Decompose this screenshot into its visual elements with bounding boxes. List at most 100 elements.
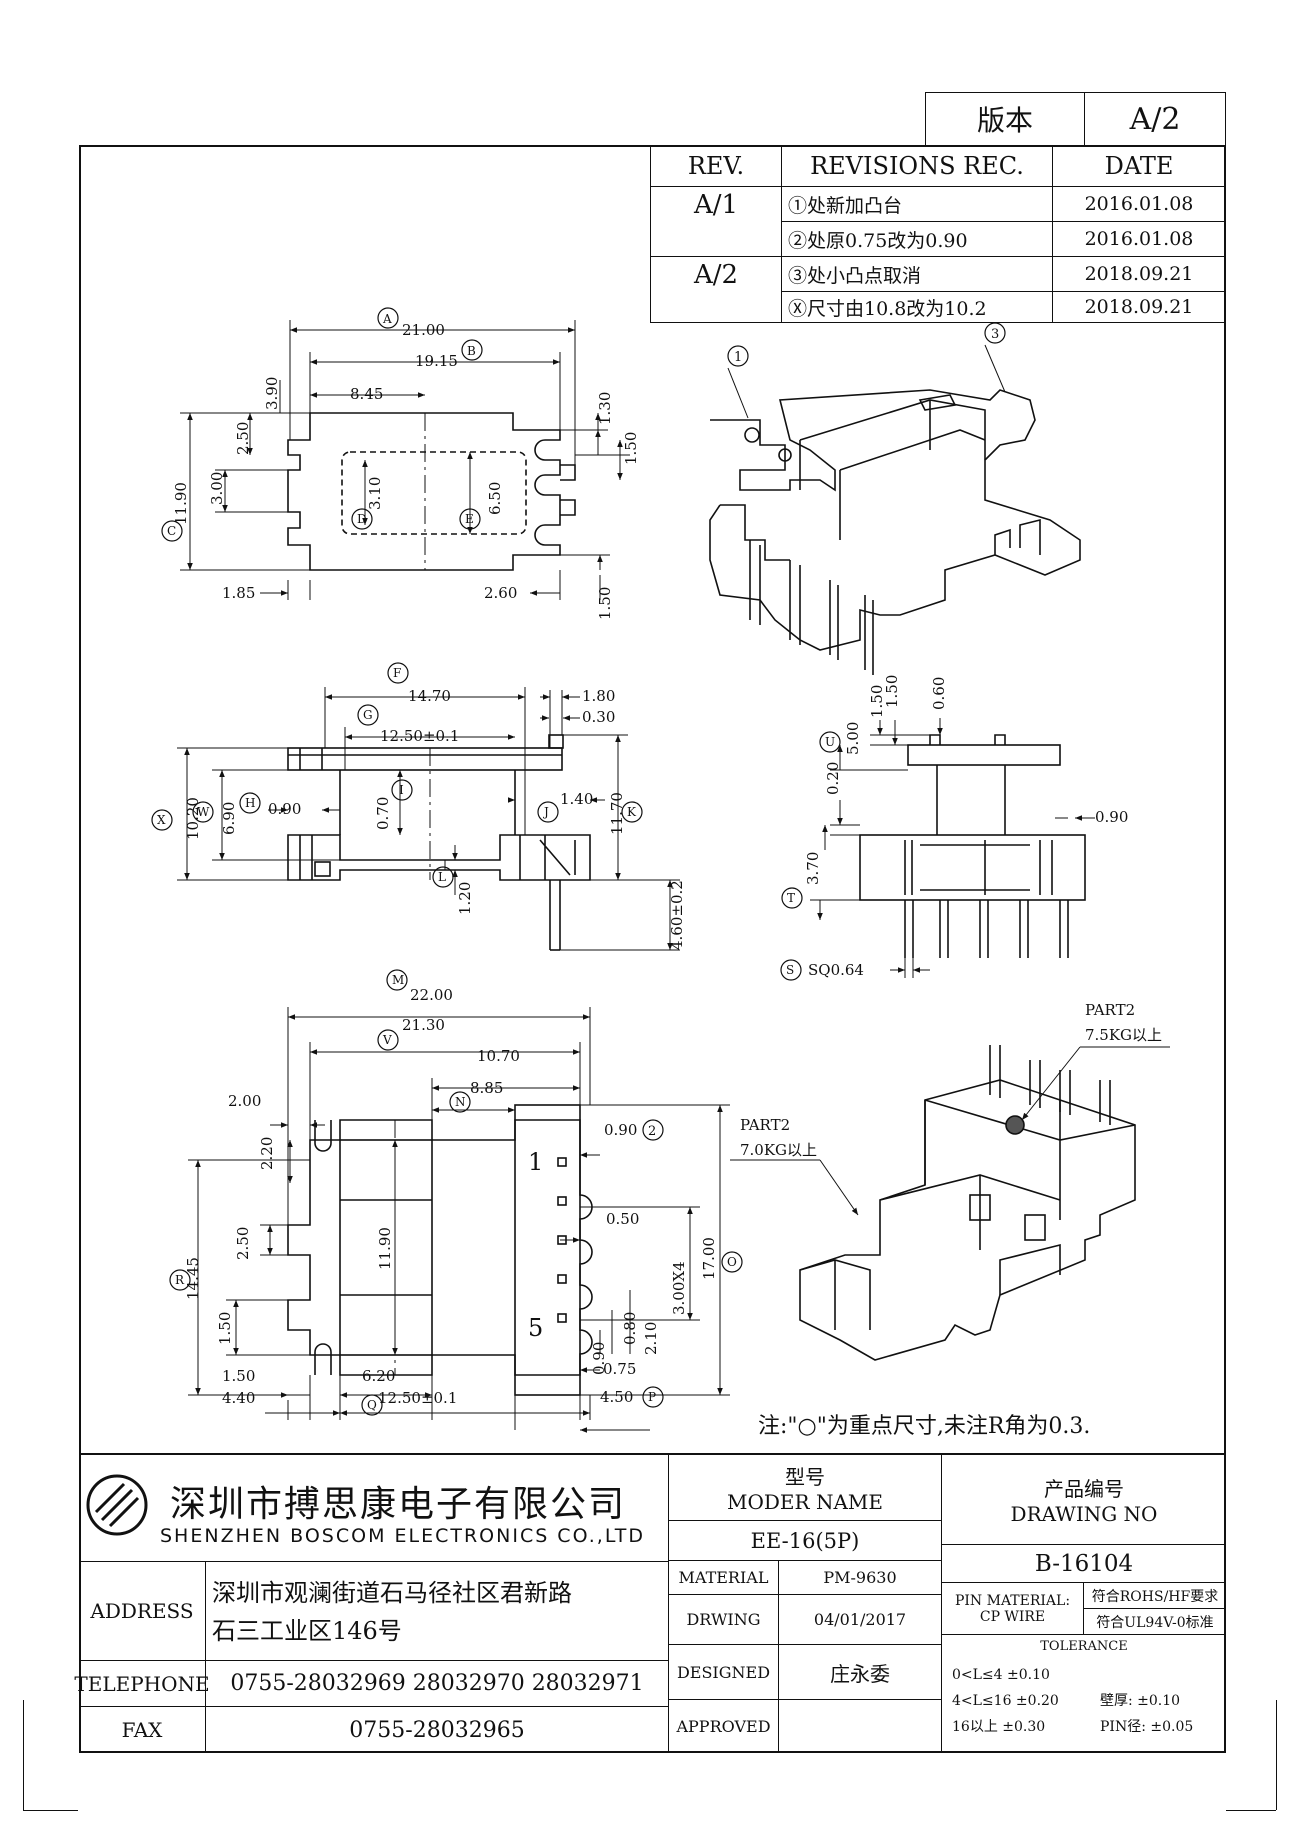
dim-390: 3.90	[263, 377, 281, 410]
model-name-en: MODER NAME	[727, 1490, 883, 1514]
pin-1: 1	[528, 1148, 543, 1176]
pin-material-cell: PIN MATERIAL: CP WIRE	[942, 1583, 1084, 1635]
dim-075: 0.75	[603, 1360, 636, 1378]
dim-310: 3.10	[366, 477, 384, 510]
dim-180: 1.80	[582, 687, 615, 705]
dim-060: 0.60	[930, 677, 948, 710]
dim-460: 4.60±0.2	[668, 880, 686, 950]
dim-u150: 1.50	[868, 685, 886, 718]
dim-090c: 0.90	[590, 1342, 608, 1375]
part2b-title: PART2	[740, 1116, 790, 1134]
dim-v: 21.30	[402, 1016, 445, 1034]
dim-500: 5.00	[844, 722, 862, 755]
drwing-label: DRWING	[669, 1595, 779, 1645]
approved-label: APPROVED	[669, 1700, 779, 1753]
circ-2: 2	[648, 1124, 656, 1139]
company-logo	[86, 1474, 148, 1536]
part2a-value: 7.5KG以上	[1085, 1026, 1162, 1044]
dim-450: 4.50	[600, 1388, 633, 1406]
dim-300: 3.00	[208, 472, 226, 505]
label-h: H	[245, 796, 255, 810]
address-value: 深圳市观澜街道石马径社区君新路 石三工业区146号	[206, 1561, 669, 1660]
dim-650: 6.50	[486, 482, 504, 515]
pin-5: 5	[528, 1314, 543, 1342]
dim-1170: 11.70	[608, 792, 626, 835]
material-value: PM-9630	[779, 1561, 942, 1595]
designed-label: DESIGNED	[669, 1645, 779, 1700]
tolerance-line-1: 0<L≤4 ±0.10	[952, 1667, 1050, 1683]
label-v: V	[382, 1033, 392, 1047]
dim-150: 1.50	[622, 432, 640, 465]
label-b: B	[467, 344, 476, 358]
front-view-outline	[859, 734, 1086, 958]
dim-150d: 1.50	[222, 1367, 255, 1385]
label-w: W	[197, 805, 210, 819]
pin-tolerance: PIN径: ±0.05	[1100, 1719, 1194, 1735]
dim-sq064: SQ0.64	[808, 961, 864, 979]
bottom-view-outline	[287, 1104, 593, 1396]
wall-tolerance: 壁厚: ±0.10	[1100, 1693, 1181, 1709]
label-t: T	[787, 891, 795, 905]
dim-g: 12.50±0.1	[380, 727, 459, 745]
dim-370: 3.70	[804, 852, 822, 885]
telephone-value: 0755-28032969 28032970 28032971	[206, 1660, 669, 1706]
label-p: P	[648, 1390, 656, 1404]
label-k: K	[627, 805, 637, 819]
rev-header: REV.	[650, 145, 782, 187]
dim-1445: 14.45	[184, 1257, 202, 1300]
label-r: R	[175, 1273, 185, 1287]
tolerance-line-2: 4<L≤16 ±0.20	[952, 1693, 1059, 1709]
company-name-en: SHENZHEN BOSCOM ELECTRONICS CO.,LTD	[160, 1525, 646, 1547]
circle-1: 1	[734, 350, 742, 365]
tolerance-lines: 0<L≤4 ±0.10 4<L≤16 ±0.20 16以上 ±0.30	[952, 1662, 1059, 1740]
fax-label: FAX	[79, 1706, 206, 1753]
address-line-2: 石三工业区146号	[212, 1617, 402, 1645]
dim-200: 2.00	[228, 1092, 261, 1110]
tolerance-extra: 壁厚: ±0.10 PIN径: ±0.05	[1100, 1688, 1193, 1740]
material-label: MATERIAL	[669, 1561, 779, 1595]
telephone-label: TELEPHONE	[74, 1660, 210, 1706]
tolerance-line-3: 16以上 ±0.30	[952, 1719, 1046, 1735]
label-a: A	[382, 312, 392, 326]
model-name-value: EE-16(5P)	[669, 1521, 942, 1561]
label-m: M	[392, 973, 404, 987]
corner-mark-left	[23, 1700, 24, 1810]
corner-mark-right	[1276, 1700, 1277, 1810]
dim-f: 14.70	[408, 687, 451, 705]
designed-value: 庄永委	[779, 1645, 942, 1700]
dim-070: 0.70	[374, 797, 392, 830]
label-n: N	[455, 1095, 466, 1109]
dim-220: 2.20	[258, 1137, 276, 1170]
dim-1020: 10.20	[184, 797, 202, 840]
drawing-frame	[79, 145, 1226, 1753]
part2b-value: 7.0KG以上	[740, 1141, 817, 1159]
dim-q: 12.50±0.1	[378, 1389, 457, 1407]
dim-090f: 0.90	[1095, 808, 1128, 826]
address-line-1: 深圳市观澜街道石马径社区君新路	[212, 1579, 572, 1607]
rev-cell: A/1	[650, 186, 782, 222]
model-name-cn: 型号	[785, 1465, 825, 1489]
dim-440: 4.40	[222, 1389, 255, 1407]
rev-cell: A/2	[650, 256, 782, 292]
dim-020: 0.20	[824, 762, 842, 795]
company-cell	[79, 1453, 669, 1561]
dim-a: 21.00	[402, 321, 445, 339]
ul-cell: 符合UL94V-0标准	[1084, 1609, 1226, 1635]
label-i: I	[399, 783, 404, 797]
dim-250: 2.50	[234, 422, 252, 455]
dim-185: 1.85	[222, 584, 255, 602]
label-x: X	[157, 813, 166, 827]
dim-090b: 0.90	[604, 1121, 637, 1139]
tolerance-label: TOLERANCE	[1040, 1638, 1128, 1654]
dim-1070: 10.70	[477, 1047, 520, 1065]
label-l: L	[438, 870, 446, 884]
label-q: Q	[367, 1398, 377, 1412]
rec-header: REVISIONS REC.	[781, 145, 1053, 187]
label-o: O	[727, 1255, 737, 1269]
dim-090: 0.90	[268, 800, 301, 818]
label-d: D	[357, 512, 367, 526]
dim-150c: 1.50	[216, 1312, 234, 1345]
dim-140: 1.40	[560, 790, 593, 808]
label-s: S	[786, 963, 794, 977]
label-f: F	[393, 666, 401, 680]
